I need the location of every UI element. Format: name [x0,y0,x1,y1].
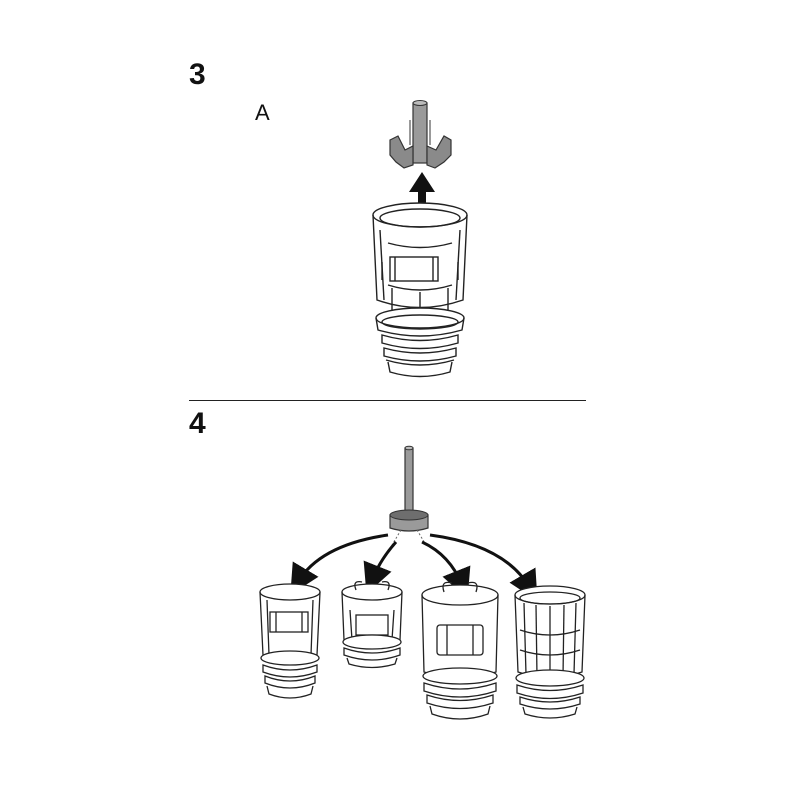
step-3-number: 3 [189,58,206,91]
step-divider [189,400,586,401]
curved-arrow-icon [290,533,538,601]
callout-label-a: A [255,100,270,125]
part-a-clip [389,100,452,169]
step-4-number: 4 [189,407,206,440]
valve-option-3 [421,581,499,720]
valve-body-step3 [372,202,468,378]
valve-option-1 [259,583,321,699]
center-rod-part [389,445,429,546]
valve-option-2 [341,581,403,669]
valve-option-4 [514,585,586,719]
